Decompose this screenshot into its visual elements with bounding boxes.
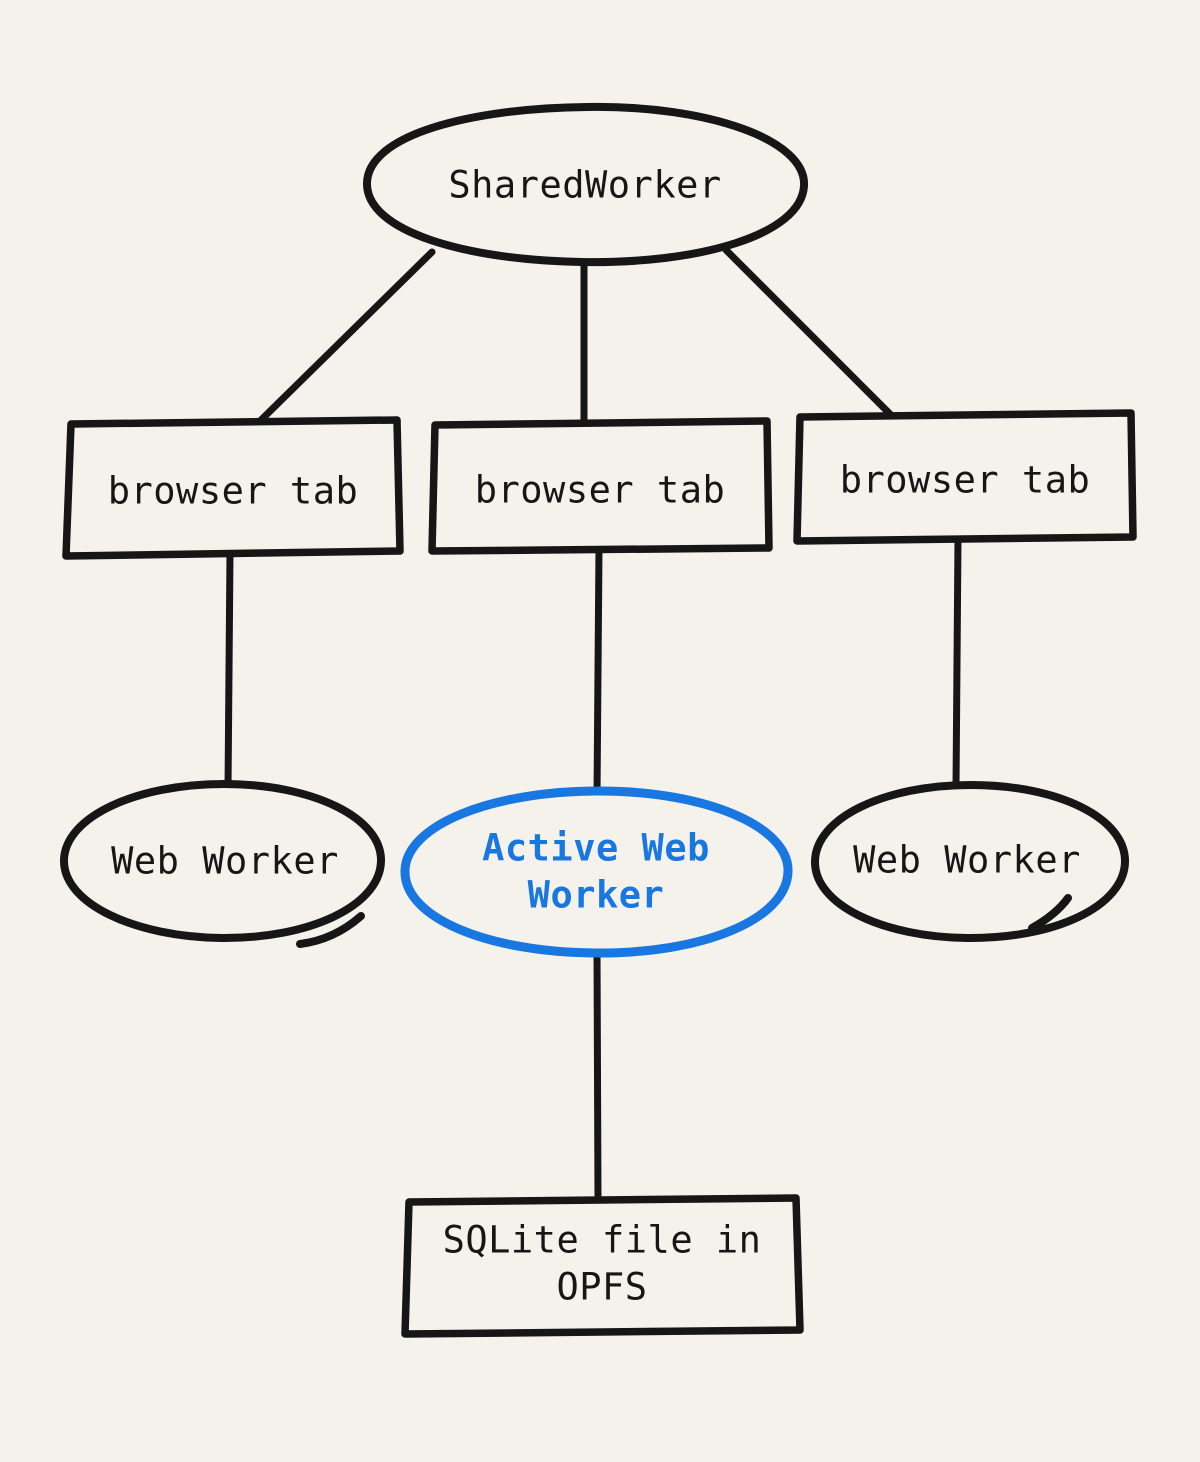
web-worker-left-ellipse (59, 780, 386, 943)
active-web-worker-label: Active Web Worker (482, 826, 710, 917)
active-web-worker-ellipse (400, 786, 793, 958)
sqlite-file-rect (401, 1194, 804, 1338)
edge-tab-center-worker-active (593, 544, 603, 799)
edge-tab-left-worker-left (224, 549, 234, 793)
web-worker-right-stroke-tail (1028, 894, 1072, 932)
browser-tab-center-label: browser tab (474, 468, 726, 512)
web-worker-right-ellipse (810, 781, 1130, 943)
shared-worker-ellipse (362, 102, 809, 267)
edge-worker-active-sqlite (593, 946, 602, 1206)
browser-tab-left-rect (62, 416, 404, 560)
web-worker-left-stroke-tail (296, 912, 365, 948)
shared-worker-label: SharedWorker (448, 163, 722, 207)
browser-tab-right-rect (793, 409, 1137, 545)
sqlite-file-label: SQLite file in OPFS (442, 1218, 762, 1309)
web-worker-right-label: Web Worker (853, 838, 1081, 882)
browser-tab-left-label: browser tab (107, 469, 359, 513)
web-worker-left-label: Web Worker (111, 839, 339, 883)
edge-tab-right-worker-right (952, 534, 962, 791)
browser-tab-center-rect (428, 417, 773, 555)
edge-sharedworker-tab-left (255, 248, 436, 426)
browser-tab-right-label: browser tab (839, 458, 1091, 502)
edge-sharedworker-tab-right (722, 246, 898, 422)
